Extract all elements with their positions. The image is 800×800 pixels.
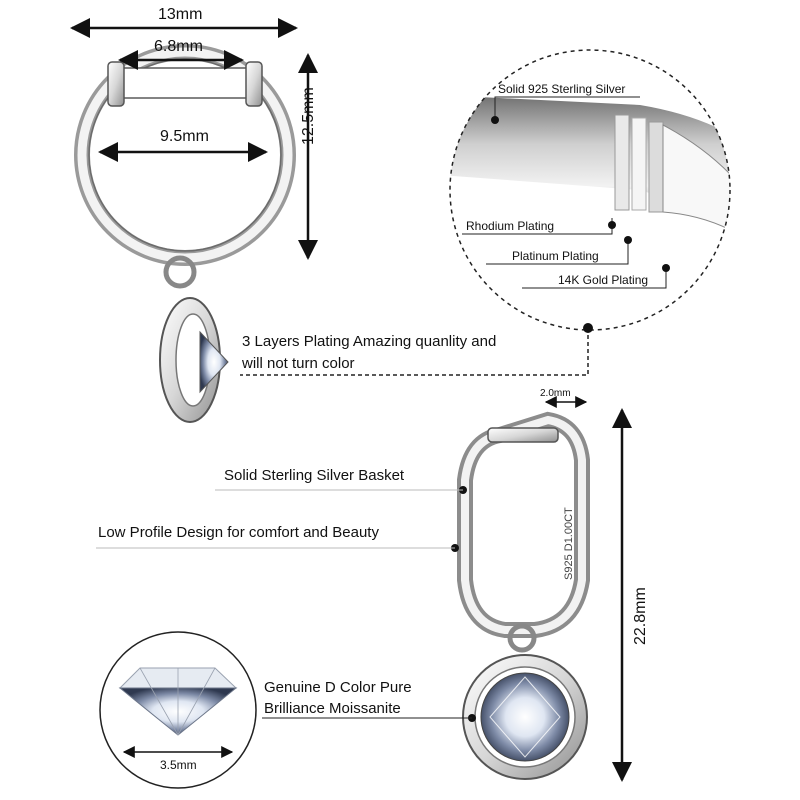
gold-plating-callout: 14K Gold Plating <box>558 273 649 287</box>
plating-note-line2: will not turn color <box>242 355 355 372</box>
inner-diameter-label: 9.5mm <box>160 128 209 145</box>
hoop-height-label: 12.5mm <box>300 87 317 145</box>
rhodium-plating-callout: Rhodium Plating <box>466 219 555 233</box>
dimension-lines-bottom <box>96 396 632 782</box>
dimension-lines-top <box>70 18 318 260</box>
plating-zoom-circle <box>240 49 731 376</box>
moissanite-stone-circle <box>99 631 257 789</box>
band-width-label: 2.0mm <box>540 388 571 399</box>
stone-diameter-label: 3.5mm <box>160 758 197 772</box>
plating-note-line1: 3 Layers Plating Amazing quanlity and <box>242 333 497 350</box>
low-profile-callout: Low Profile Design for comfort and Beaut… <box>98 524 379 541</box>
engraving-text: S925 D1.00CT <box>563 507 575 580</box>
hinge-length-label: 6.8mm <box>154 38 203 55</box>
moissanite-callout-line2: Brilliance Moissanite <box>264 700 401 717</box>
moissanite-callout-line1: Genuine D Color Pure <box>264 679 412 696</box>
hoop-width-label: 13mm <box>158 6 203 23</box>
earring-front-view <box>451 411 590 780</box>
basket-callout: Solid Sterling Silver Basket <box>224 467 405 484</box>
sterling-silver-callout: Solid 925 Sterling Silver <box>498 82 626 96</box>
total-length-label: 22.8mm <box>632 587 649 645</box>
platinum-plating-callout: Platinum Plating <box>512 249 599 263</box>
